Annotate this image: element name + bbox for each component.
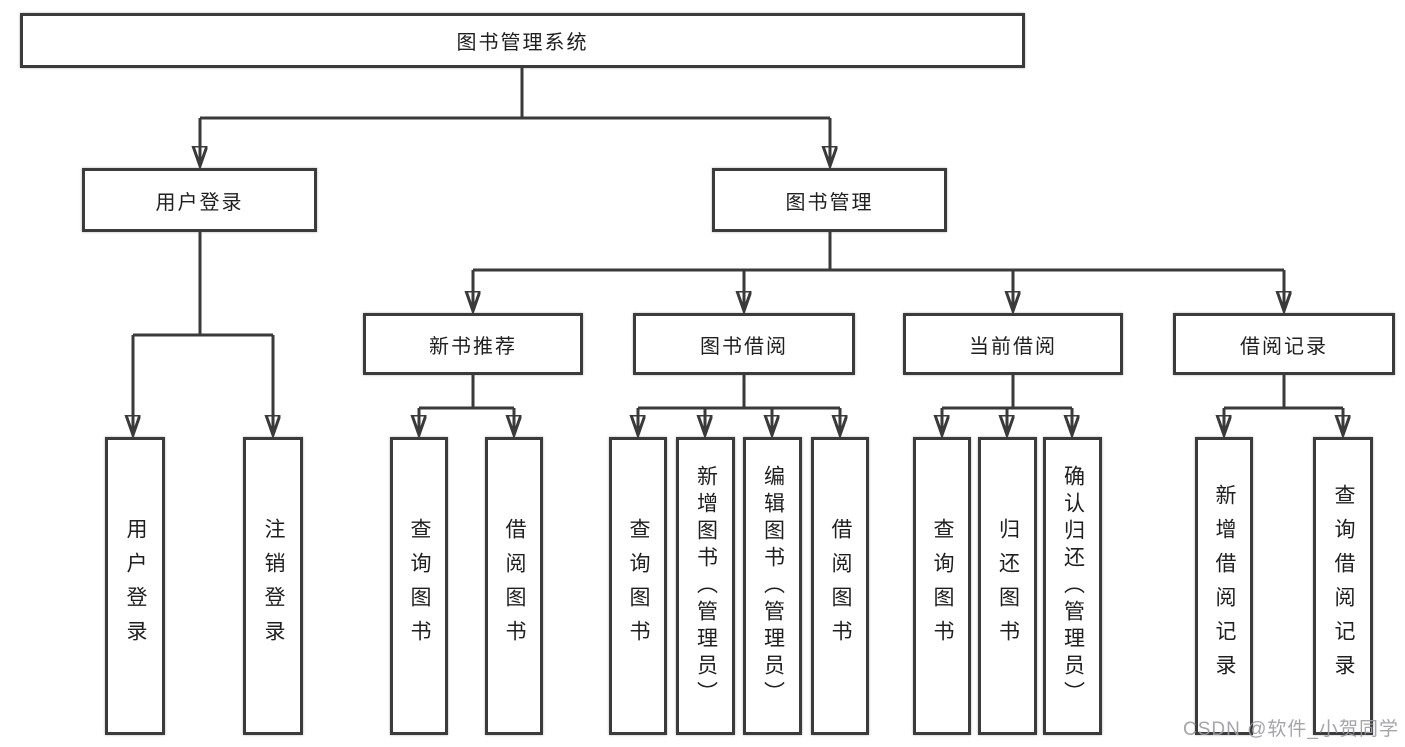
leaf-bb-add-books-admin: 新增图书（管理员） (676, 437, 735, 735)
leaf-bb-borrow-books: 借阅图书 (811, 437, 869, 735)
node-book-management: 图书管理 (712, 168, 947, 232)
leaf-logout: 注销登录 (243, 437, 303, 735)
connector-user-login-children (133, 232, 273, 435)
connector-root-to-level2 (200, 68, 830, 166)
connector-current-borrow-children (942, 375, 1072, 435)
leaf-bb-query-books-label: 查询图书 (627, 518, 650, 654)
leaf-user-login-label: 用户登录 (124, 518, 147, 654)
leaf-bb-borrow-books-label: 借阅图书 (829, 518, 852, 654)
leaf-cb-return-books: 归还图书 (978, 437, 1037, 735)
leaf-br-add-record-label: 新增借阅记录 (1213, 484, 1236, 688)
leaf-br-query-record: 查询借阅记录 (1313, 437, 1373, 735)
leaf-bb-edit-books-admin: 编辑图书（管理员） (743, 437, 802, 735)
leaf-br-query-record-label: 查询借阅记录 (1332, 484, 1355, 688)
leaf-bb-edit-books-admin-label: 编辑图书（管理员） (761, 464, 785, 708)
node-book-borrow: 图书借阅 (633, 313, 855, 375)
csdn-watermark: CSDN @软件_小贺同学 (1183, 719, 1399, 740)
leaf-user-login: 用户登录 (105, 437, 165, 735)
leaf-cb-query-books-label: 查询图书 (931, 518, 954, 654)
leaf-cb-confirm-return-admin: 确认归还（管理员） (1043, 437, 1102, 735)
connector-new-book-recommend-children (419, 375, 514, 435)
connector-borrow-records-children (1224, 375, 1343, 435)
node-new-book-recommend: 新书推荐 (363, 313, 583, 375)
leaf-nb-query-books: 查询图书 (390, 437, 448, 735)
leaf-cb-query-books: 查询图书 (913, 437, 971, 735)
leaf-br-add-record: 新增借阅记录 (1195, 437, 1253, 735)
leaf-nb-borrow-books-label: 借阅图书 (503, 518, 526, 654)
leaf-bb-query-books: 查询图书 (609, 437, 667, 735)
node-borrow-records: 借阅记录 (1173, 313, 1395, 375)
leaf-nb-borrow-books: 借阅图书 (485, 437, 543, 735)
connector-book-management-sections (473, 232, 1284, 311)
leaf-cb-confirm-return-admin-label: 确认归还（管理员） (1061, 464, 1085, 708)
connector-book-borrow-children (638, 375, 840, 435)
node-root-library-system: 图书管理系统 (20, 13, 1025, 68)
leaf-cb-return-books-label: 归还图书 (996, 518, 1020, 654)
node-current-borrow: 当前借阅 (903, 313, 1123, 375)
leaf-nb-query-books-label: 查询图书 (408, 518, 431, 654)
leaf-bb-add-books-admin-label: 新增图书（管理员） (694, 464, 718, 708)
leaf-logout-label: 注销登录 (262, 518, 285, 654)
node-user-login: 用户登录 (82, 168, 317, 232)
